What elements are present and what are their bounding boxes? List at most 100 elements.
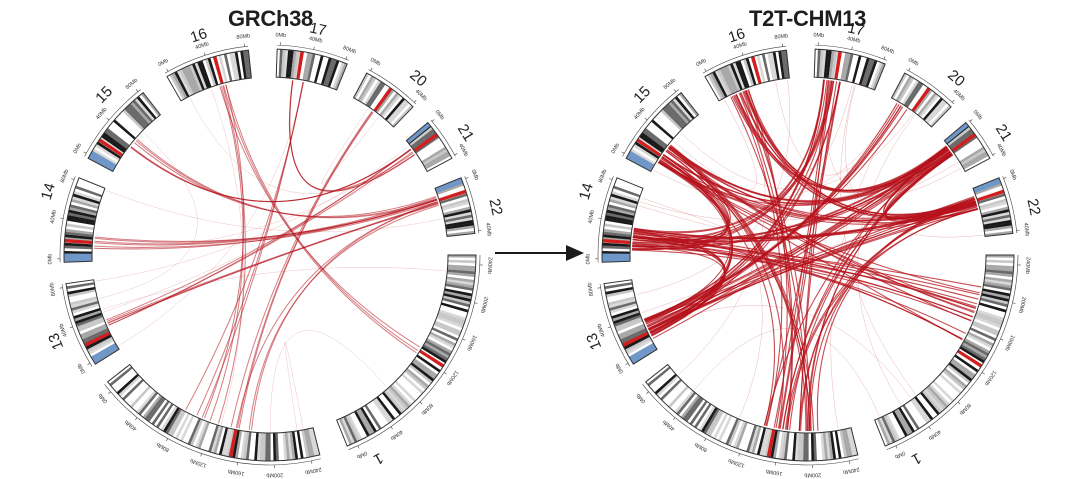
- cytoband: [982, 211, 1011, 221]
- cytoband: [604, 223, 633, 231]
- short-arm-band: [406, 122, 431, 144]
- interchromosomal-link: [763, 147, 948, 426]
- cytoband: [630, 148, 656, 166]
- cytoband: [234, 51, 243, 80]
- cytoband: [202, 59, 214, 87]
- cytoband: [983, 281, 1012, 289]
- tick-label: 200Mb: [479, 296, 489, 314]
- cytoband: [662, 107, 685, 130]
- interchromosomal-link: [745, 90, 794, 430]
- cytoband: [401, 373, 424, 395]
- tick-label: 40Mb: [597, 323, 607, 338]
- cytoband: [943, 368, 968, 389]
- cytoband: [445, 219, 474, 228]
- cytoband: [791, 432, 797, 461]
- cytoband: [191, 63, 205, 91]
- cytoband: [951, 358, 976, 378]
- cytoband: [433, 322, 461, 337]
- cytoband: [116, 373, 139, 395]
- cytoband: [847, 54, 857, 82]
- cytoband: [358, 408, 375, 434]
- cytoband: [388, 101, 410, 124]
- cytoband: [753, 55, 764, 84]
- cytoband: [665, 383, 688, 407]
- tick-mark: [87, 363, 91, 366]
- interchromosomal-link: [670, 144, 815, 431]
- cytoband: [921, 95, 942, 120]
- cytoband: [823, 49, 830, 78]
- cytoband: [722, 66, 737, 94]
- ideogram-outline: [65, 279, 120, 365]
- cytoband: [423, 342, 450, 359]
- interchromosomal-link: [778, 80, 833, 429]
- cytoband: [167, 409, 184, 436]
- interchromosomal-link: [738, 92, 793, 430]
- tick-mark: [644, 117, 648, 121]
- tick-mark: [135, 89, 139, 92]
- cytoband: [170, 410, 186, 437]
- cytoband: [126, 105, 148, 128]
- cytoband: [414, 135, 440, 154]
- cytoband: [615, 177, 644, 191]
- cytoband: [778, 431, 785, 460]
- cytoband: [761, 428, 771, 457]
- cytoband: [980, 297, 1008, 308]
- interchromosomal-link: [196, 82, 304, 416]
- cytoband: [208, 424, 219, 453]
- cytoband: [446, 230, 475, 237]
- cytoband: [336, 419, 350, 447]
- ideogram-outline: [275, 48, 348, 91]
- tick-label: 0Mb: [907, 57, 919, 67]
- chromosome-13-label: 13: [45, 330, 67, 352]
- centromere-mark: [419, 349, 445, 368]
- interchromosomal-link: [659, 159, 776, 426]
- cytoband: [372, 399, 391, 424]
- tick-mark: [200, 453, 202, 457]
- cytoband: [429, 331, 456, 347]
- interchromosomal-link: [678, 91, 766, 375]
- cytoband: [298, 430, 307, 459]
- cytoband: [837, 51, 846, 80]
- interchromosomal-link: [209, 85, 244, 421]
- cytoband: [656, 375, 679, 397]
- interchromosomal-link: [809, 197, 975, 431]
- cytoband: [705, 75, 722, 101]
- cytoband: [409, 126, 433, 147]
- cytoband: [952, 356, 978, 375]
- cytoband: [441, 198, 469, 209]
- cytoband: [623, 334, 650, 350]
- interchromosomal-link: [238, 112, 374, 429]
- cytoband: [607, 204, 636, 214]
- cytoband: [786, 432, 792, 461]
- cytoband: [703, 408, 720, 434]
- cytoband: [813, 432, 817, 461]
- tick-axis: [642, 384, 859, 466]
- cytoband: [320, 57, 332, 86]
- cytoband: [927, 385, 949, 408]
- cytoband: [288, 50, 294, 79]
- tick-label: 160Mb: [465, 334, 477, 352]
- cytoband: [240, 431, 247, 460]
- cytoband: [237, 430, 245, 459]
- cytoband: [602, 234, 631, 240]
- cytoband: [75, 185, 103, 198]
- cytoband: [390, 383, 413, 407]
- tick-mark: [166, 68, 169, 72]
- chromosome-16-label: 16: [726, 25, 747, 46]
- cytoband: [414, 356, 440, 375]
- short-arm-band: [626, 150, 655, 172]
- cytoband: [69, 204, 98, 214]
- cytoband: [194, 420, 208, 448]
- cytoband: [383, 95, 404, 120]
- cytoband: [390, 103, 412, 126]
- cytoband: [184, 66, 199, 94]
- cytoband: [948, 128, 973, 149]
- cytoband: [818, 49, 824, 78]
- short-arm-band: [88, 150, 117, 172]
- cytoband: [984, 271, 1014, 278]
- cytoband: [356, 409, 373, 436]
- cytoband: [444, 286, 473, 294]
